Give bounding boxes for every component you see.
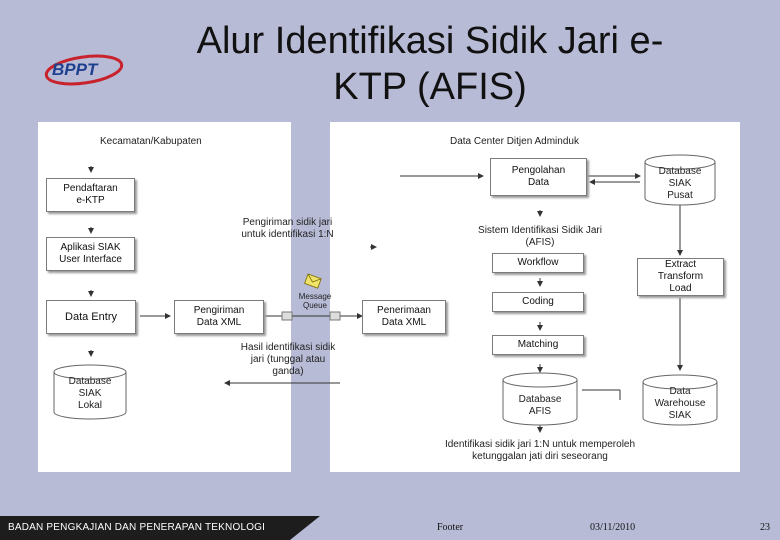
label-bottom-identifikasi: Identifikasi sidik jari 1:N untuk memper…: [444, 439, 636, 462]
warehouse-label: Data Warehouse SIAK: [654, 386, 706, 421]
bppt-logo: BPPT: [42, 42, 132, 92]
box-coding: Coding: [492, 292, 584, 312]
footer-label: Footer: [437, 522, 464, 533]
box-aplikasi-siak: Aplikasi SIAK User Interface: [46, 237, 135, 271]
box-data-entry: Data Entry: [46, 300, 136, 334]
slide-title: Alur Identifikasi Sidik Jari e- KTP (AFI…: [150, 18, 710, 110]
box-workflow: Workflow: [492, 253, 584, 273]
label-hasil-identifikasi: Hasil identifikasi sidik jari (tunggal a…: [240, 342, 336, 377]
label-pengiriman-sidik: Pengiriman sidik jari untuk identifikasi…: [241, 217, 334, 240]
footer: BADAN PENGKAJIAN DAN PENERAPAN TEKNOLOGI…: [0, 516, 780, 540]
footer-date: 03/11/2010: [590, 522, 636, 533]
box-pengiriman-xml: Pengiriman Data XML: [174, 300, 264, 334]
message-envelope-icon: [304, 273, 322, 289]
footer-page-number: 23: [760, 522, 770, 533]
db-lokal-label: Database SIAK Lokal: [68, 376, 112, 411]
title-line-1: Alur Identifikasi Sidik Jari e-: [196, 20, 664, 62]
warehouse-shape: [642, 374, 718, 426]
header-data-center: Data Center Ditjen Adminduk: [450, 136, 579, 147]
box-penerimaan-xml: Penerimaan Data XML: [362, 300, 446, 334]
label-afis: Sistem Identifikasi Sidik Jari (AFIS): [478, 225, 602, 248]
queue-block-right: [329, 311, 341, 321]
db-afis-label: Database AFIS: [518, 394, 562, 417]
db-pusat-shape: [644, 154, 716, 206]
db-pusat-label: Database SIAK Pusat: [658, 166, 702, 201]
header-kecamatan: Kecamatan/Kabupaten: [100, 136, 202, 147]
box-pengolahan-data: Pengolahan Data: [490, 158, 587, 196]
label-message-queue: Message Queue: [298, 292, 332, 310]
db-lokal-shape: [53, 364, 127, 420]
db-afis-shape: [502, 372, 578, 426]
queue-block-left: [281, 311, 293, 321]
box-matching: Matching: [492, 335, 584, 355]
footer-org: BADAN PENGKAJIAN DAN PENERAPAN TEKNOLOGI: [0, 516, 290, 540]
box-etl: Extract Transform Load: [637, 258, 724, 296]
title-line-2: KTP (AFIS): [333, 66, 527, 108]
box-pendaftaran: Pendaftaran e-KTP: [46, 178, 135, 212]
logo-text: BPPT: [52, 60, 99, 79]
footer-chevron-icon: [290, 516, 320, 540]
